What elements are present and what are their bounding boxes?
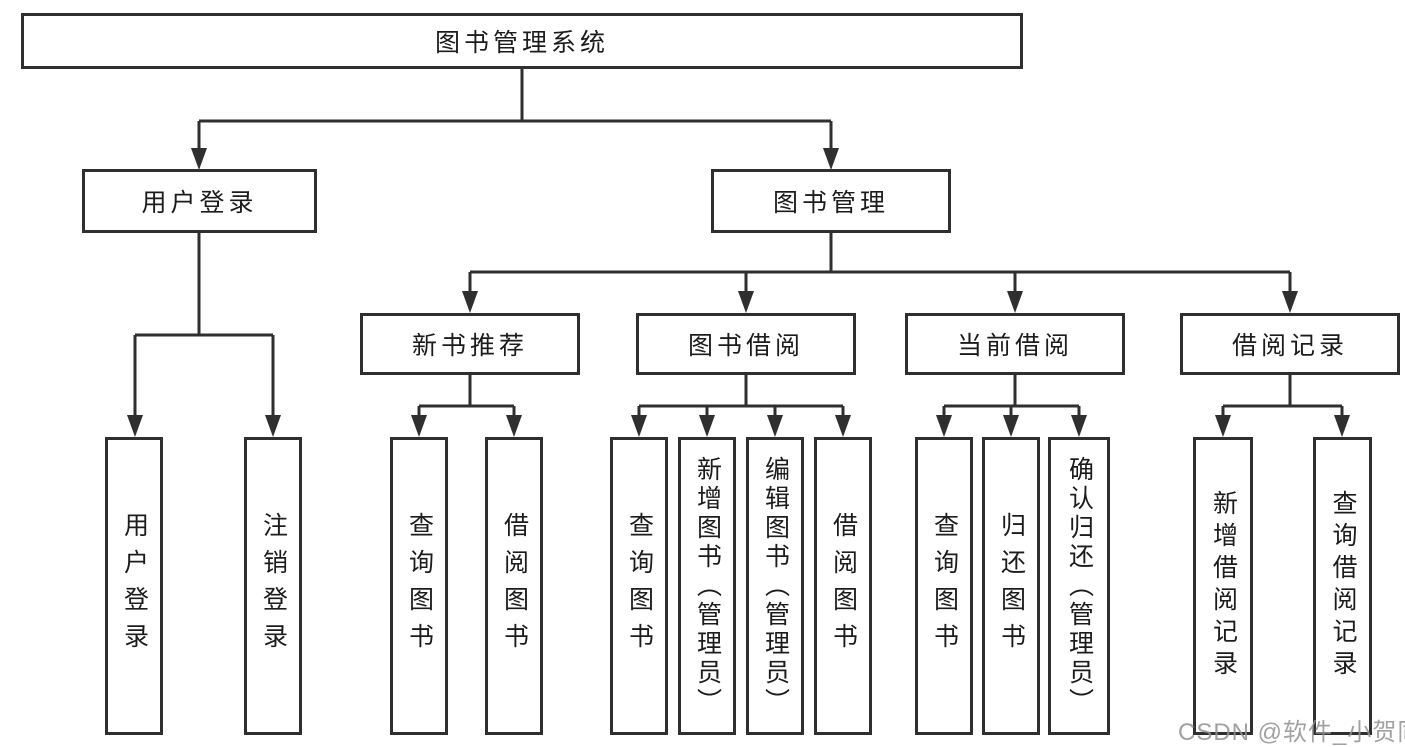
node-current-borrow-label: 当前借阅 <box>956 332 1073 360</box>
node-new-book-recommend-label: 新书推荐 <box>411 332 528 360</box>
leaf-current-confirm-return-admin: 确认归还（管理员） <box>1048 437 1110 735</box>
edge-borrow-records-to-leaves <box>1221 375 1344 419</box>
edge-new-book-recommend-to-leaves <box>417 375 516 419</box>
leaf-borrow-borrow-books-label: 借阅图书 <box>829 512 858 660</box>
leaf-records-query-record: 查询借阅记录 <box>1313 437 1372 735</box>
node-user-login-label: 用户登录 <box>141 189 258 217</box>
leaf-current-confirm-return-admin-label: 确认归还（管理员） <box>1065 455 1094 717</box>
node-borrow-records: 借阅记录 <box>1180 313 1400 375</box>
leaf-recommend-query-books: 查询图书 <box>390 437 448 735</box>
node-book-borrow: 图书借阅 <box>636 313 856 375</box>
node-book-management: 图书管理 <box>711 169 951 233</box>
leaf-logout-label: 注销登录 <box>259 512 288 660</box>
leaf-records-query-record-label: 查询借阅记录 <box>1329 490 1357 682</box>
leaf-current-return-books: 归还图书 <box>982 437 1040 735</box>
edge-book-management-to-level3 <box>468 233 1292 295</box>
csdn-watermark: CSDN @软件_小贺同学 <box>1178 719 1405 746</box>
leaf-records-add-record-label: 新增借阅记录 <box>1209 490 1238 682</box>
leaf-records-add-record: 新增借阅记录 <box>1193 437 1253 735</box>
node-root-system: 图书管理系统 <box>21 13 1023 69</box>
leaf-recommend-borrow-books: 借阅图书 <box>485 437 543 735</box>
edge-current-borrow-to-leaves <box>942 375 1081 419</box>
leaf-user-login: 用户登录 <box>105 437 163 735</box>
leaf-logout: 注销登录 <box>244 437 302 735</box>
node-book-borrow-label: 图书借阅 <box>687 332 804 360</box>
node-book-management-label: 图书管理 <box>772 189 889 217</box>
leaf-borrow-add-books-admin-label: 新增图书（管理员） <box>693 455 722 717</box>
node-root-system-label: 图书管理系统 <box>434 29 609 57</box>
leaf-borrow-query-books: 查询图书 <box>610 437 668 735</box>
edge-book-borrow-to-leaves <box>637 375 845 419</box>
leaf-current-query-books-label: 查询图书 <box>930 512 959 660</box>
node-user-login: 用户登录 <box>82 169 317 233</box>
node-borrow-records-label: 借阅记录 <box>1231 332 1348 360</box>
leaf-recommend-borrow-books-label: 借阅图书 <box>500 512 529 660</box>
leaf-current-return-books-label: 归还图书 <box>997 512 1026 660</box>
leaf-borrow-edit-books-admin: 编辑图书（管理员） <box>746 437 804 735</box>
leaf-borrow-borrow-books: 借阅图书 <box>814 437 872 735</box>
node-current-borrow: 当前借阅 <box>905 313 1125 375</box>
leaf-borrow-query-books-label: 查询图书 <box>625 512 654 660</box>
leaf-recommend-query-books-label: 查询图书 <box>405 512 434 660</box>
arrowheads <box>127 148 1350 437</box>
node-new-book-recommend: 新书推荐 <box>360 313 580 375</box>
edge-user-login-to-leaves <box>133 233 275 419</box>
leaf-current-query-books: 查询图书 <box>915 437 973 735</box>
leaf-borrow-add-books-admin: 新增图书（管理员） <box>678 437 736 735</box>
edge-root-to-level2 <box>197 69 833 152</box>
leaf-user-login-label: 用户登录 <box>120 512 149 660</box>
leaf-borrow-edit-books-admin-label: 编辑图书（管理员） <box>761 455 790 717</box>
